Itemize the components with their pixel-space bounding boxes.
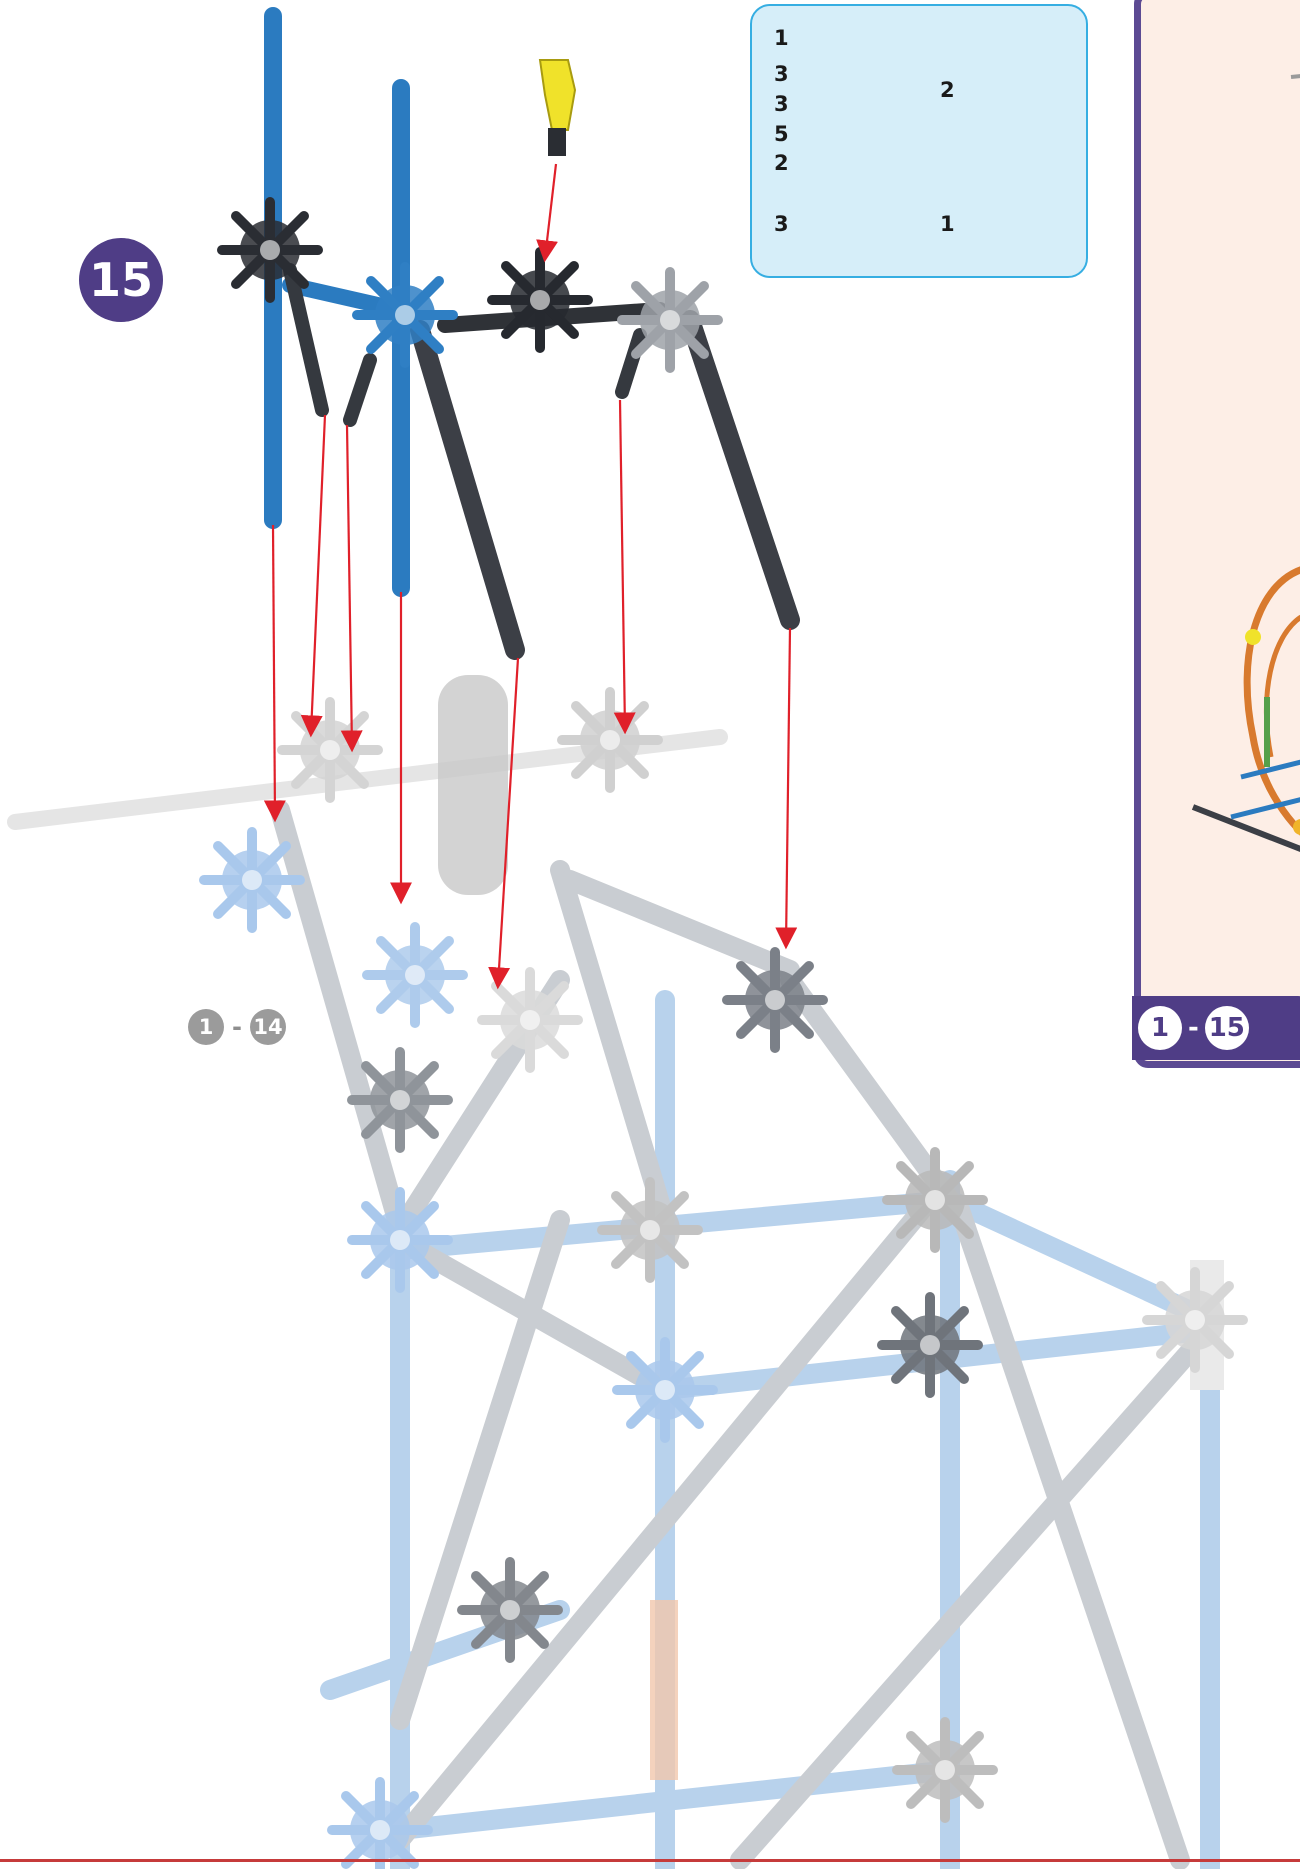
part-qty-blue-two-way-connector: 1: [940, 212, 955, 236]
build-preview-image: [1141, 0, 1300, 1061]
part-qty-black-short-rod: 3: [774, 62, 789, 86]
part-qty-black-half-connector: 2: [940, 78, 955, 102]
build-preview-panel: [1134, 0, 1300, 1068]
base-connectors: [204, 692, 1243, 1869]
part-qty-dark-grey-long-rod: 2: [774, 151, 789, 175]
part-qty-yellow-connector: 1: [774, 26, 789, 50]
part-qty-blue-rod: 5: [774, 122, 789, 146]
preview-steps-from: 1: [1138, 1006, 1182, 1050]
preview-steps-label: 1 - 15: [1132, 996, 1300, 1060]
step-number-badge: 15: [79, 238, 163, 322]
part-qty-black-medium-rod: 3: [774, 92, 789, 116]
preview-steps-separator: -: [1188, 1013, 1199, 1043]
preview-steps-to: 15: [1205, 1006, 1249, 1050]
previous-steps-separator: -: [232, 1013, 242, 1041]
base-structure: [15, 675, 1224, 1869]
previous-steps-from: 1: [188, 1009, 224, 1045]
previous-steps-reference: 1 - 14: [188, 1009, 286, 1045]
parts-list-box: 1 3 3 5 2 2 3 1: [750, 4, 1088, 278]
step-number: 15: [89, 253, 153, 307]
part-qty-light-grey-half-connector: 3: [774, 212, 789, 236]
page-bottom-rule: [0, 1859, 1300, 1862]
previous-steps-to: 14: [250, 1009, 286, 1045]
step15-subassembly: [222, 16, 790, 650]
